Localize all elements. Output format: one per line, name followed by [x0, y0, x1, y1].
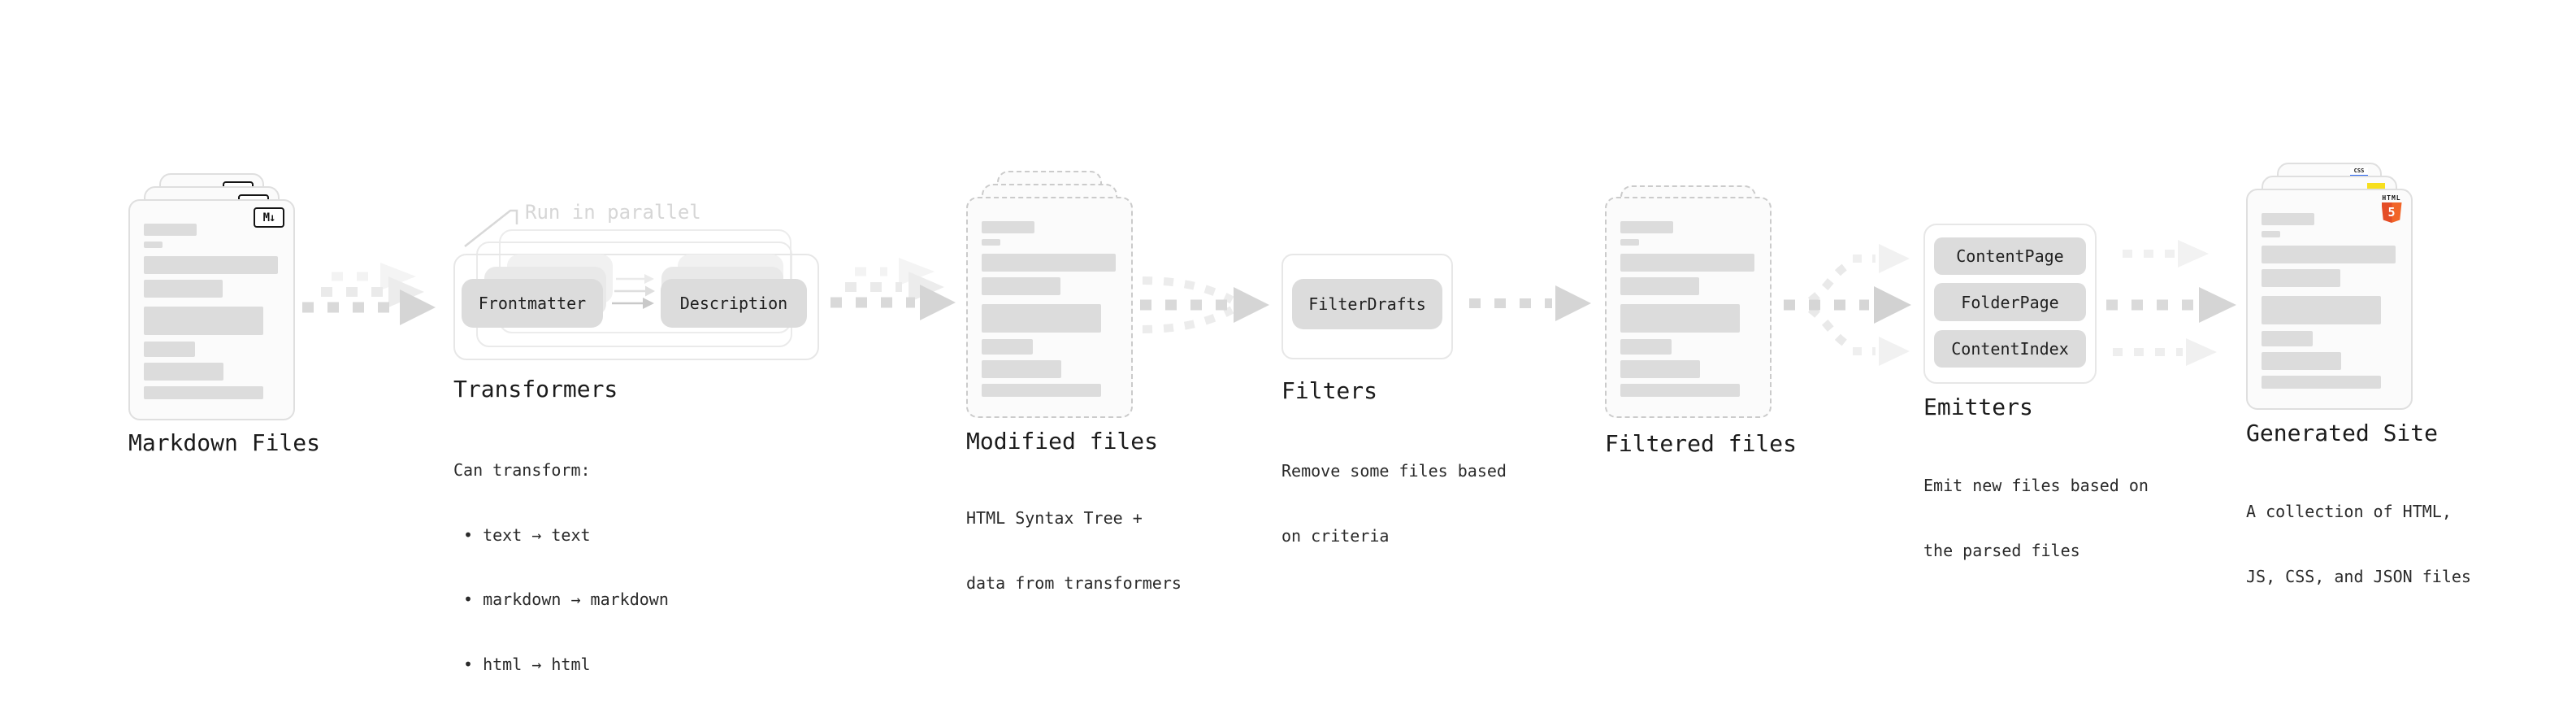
skeleton-line — [982, 221, 1034, 233]
skeleton-line — [1620, 277, 1699, 295]
markdown-icon: M↓ — [254, 207, 284, 228]
skeleton-line — [144, 280, 223, 298]
document-card — [1605, 197, 1772, 418]
generated-site-description: A collection of HTML, JS, CSS, and JSON … — [2246, 458, 2471, 630]
transformers-bullet: • markdown → markdown — [463, 590, 669, 609]
skeleton-line — [1620, 239, 1639, 246]
skeleton-line — [2262, 376, 2381, 389]
transformer-layer-front — [453, 254, 819, 360]
skeleton-line — [144, 342, 195, 357]
skeleton-line — [144, 242, 163, 248]
skeleton-line — [2262, 246, 2396, 263]
emitter-pill-folderpage: FolderPage — [1934, 283, 2086, 321]
modified-files-description: HTML Syntax Tree + data from transformer… — [966, 464, 1182, 637]
skeleton-line — [982, 277, 1060, 295]
generated-site-title: Generated Site — [2246, 420, 2439, 446]
filter-pill-filterdrafts: FilterDrafts — [1292, 279, 1442, 329]
skeleton-line — [144, 256, 278, 274]
arrow-modified-to-filters-merge — [1140, 276, 1269, 333]
generated-desc-line: A collection of HTML, — [2246, 502, 2452, 521]
filters-description: Remove some files based on criteria — [1281, 417, 1507, 590]
skeleton-line — [1620, 254, 1754, 272]
document-card: M↓ — [128, 199, 295, 420]
skeleton-line — [2262, 269, 2340, 287]
emitters-desc-line: the parsed files — [1923, 540, 2080, 560]
arrow-emitters-to-generated — [2106, 240, 2236, 366]
skeleton-line — [982, 254, 1116, 272]
skeleton-line — [982, 239, 1000, 246]
skeleton-line — [1620, 304, 1740, 333]
markdown-files-title: Markdown Files — [128, 429, 321, 456]
skeleton-line — [1620, 384, 1740, 397]
filters-desc-line: on criteria — [1281, 525, 1390, 546]
skeleton-line — [982, 384, 1101, 397]
connector-arrows-layer — [302, 209, 2236, 366]
transformers-desc-line: Can transform: — [453, 460, 591, 480]
generated-desc-line: JS, CSS, and JSON files — [2246, 566, 2471, 586]
html5-icon: HTML 5 — [2379, 194, 2404, 223]
skeleton-line — [2262, 352, 2341, 370]
arrow-filters-to-filtered — [1469, 285, 1591, 321]
skeleton-line — [1620, 360, 1700, 378]
html5-icon-label: HTML — [2382, 194, 2401, 202]
modified-files-title: Modified files — [966, 428, 1159, 455]
transformer-pill-description: Description — [661, 279, 807, 328]
emitters-description: Emit new files based on the parsed files — [1923, 432, 2149, 604]
skeleton-line — [144, 307, 263, 335]
modified-desc-line: HTML Syntax Tree + — [966, 508, 1143, 528]
emitters-desc-line: Emit new files based on — [1923, 476, 2149, 495]
skeleton-line — [982, 360, 1061, 378]
skeleton-line — [144, 363, 223, 381]
skeleton-line — [1620, 221, 1673, 233]
transformers-description: Can transform: • text → text • markdown … — [453, 416, 669, 718]
arrow-frontmatter-to-description — [612, 274, 655, 309]
skeleton-line — [1620, 339, 1672, 355]
pipeline-diagram: M↓ M↓ M↓ Markdown Files Run in parallel … — [128, 163, 2471, 674]
transformers-title: Transformers — [453, 376, 618, 403]
run-in-parallel-leader-line — [464, 209, 518, 247]
arrow-markdown-to-transformers — [302, 263, 436, 325]
modified-desc-line: data from transformers — [966, 572, 1182, 593]
skeleton-line — [2262, 213, 2314, 225]
css-icon-label: CSS — [2353, 168, 2365, 174]
skeleton-line — [2262, 331, 2313, 346]
arrow-transformers-to-modified — [830, 258, 956, 320]
transformer-pill-frontmatter: Frontmatter — [462, 279, 603, 328]
filtered-files-title: Filtered files — [1605, 430, 1798, 457]
transformers-bullet: • text → text — [463, 524, 591, 545]
emitters-title: Emitters — [1923, 394, 2033, 420]
skeleton-line — [982, 339, 1033, 355]
run-in-parallel-note: Run in parallel — [525, 201, 701, 224]
skeleton-line — [2262, 231, 2280, 237]
html5-icon-shield: 5 — [2381, 202, 2402, 223]
transformers-bullet: • html → html — [463, 654, 591, 674]
filters-title: Filters — [1281, 377, 1378, 404]
document-card: HTML 5 — [2246, 189, 2413, 410]
filters-desc-line: Remove some files based — [1281, 461, 1507, 481]
skeleton-line — [2262, 296, 2381, 324]
emitter-pill-contentindex: ContentIndex — [1934, 330, 2086, 368]
emitter-pill-contentpage: ContentPage — [1934, 237, 2086, 275]
skeleton-line — [144, 224, 197, 236]
skeleton-line — [982, 304, 1101, 333]
document-card — [966, 197, 1133, 418]
skeleton-line — [144, 386, 263, 399]
arrow-filtered-to-emitters-fanout — [1784, 244, 1911, 366]
